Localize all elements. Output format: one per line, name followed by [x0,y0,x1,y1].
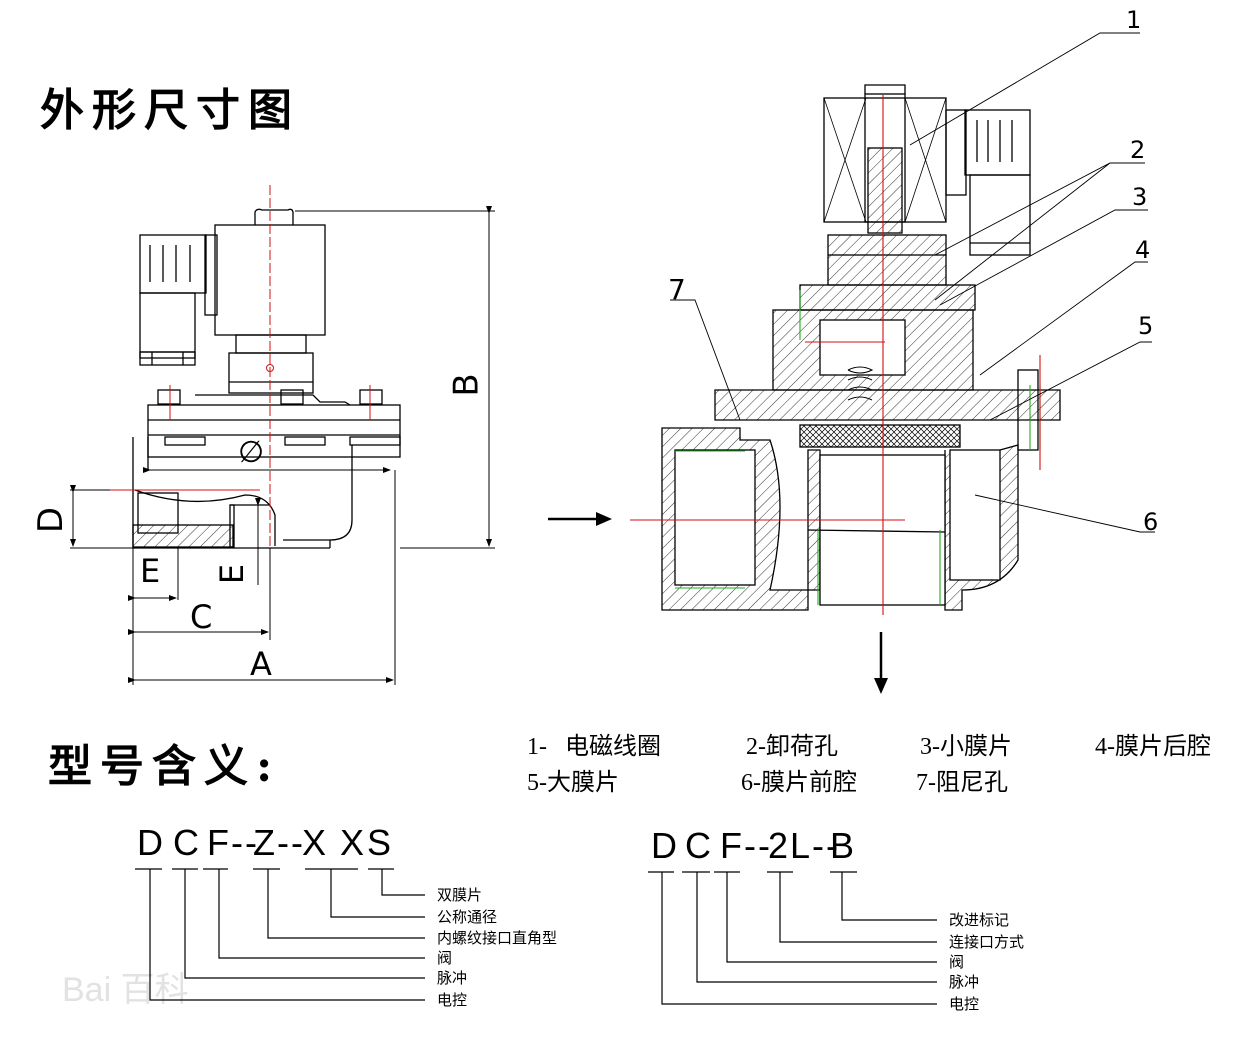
dimension-lines [70,206,495,685]
callout-6: 6 [1143,508,1159,536]
dimension-label-A: A [250,645,272,683]
code-seg-2L: 2L-- [768,825,841,866]
section-drawing [661,84,1061,611]
legend-num: 6- [741,770,761,796]
meaning-valve: 阀 [437,949,453,967]
dimension-label-E-rotated: E [213,563,252,585]
legend-item-6: 6-膜片前腔 [741,762,857,797]
code-seg-B: B [830,825,857,866]
legend-num: 7- [916,770,936,796]
legend-num: 3- [920,734,940,760]
code-seg-XX: X X [302,822,367,863]
legend-item-1: 1- 电磁线圈 [527,726,661,761]
legend-item-4: 4-膜片后腔 [1095,726,1211,761]
legend-num: 5- [527,770,547,796]
callout-2: 2 [1130,136,1146,164]
coil-cap [254,208,294,225]
code-seg-Z: Z-- [253,822,305,863]
legend-label: 大膜片 [547,770,619,796]
meaning-connection-type: 连接口方式 [949,933,1025,951]
dimension-drawing-title: 外形尺寸图 [40,85,300,136]
legend-item-3: 3-小膜片 [920,726,1012,761]
meaning-electric-control: 电控 [437,991,468,1009]
dimension-label-phi: ∅ [238,436,265,469]
legend-label: 膜片后腔 [1115,734,1211,760]
callout-7: 7 [668,273,686,306]
outline-centerlines [110,185,371,600]
meaning-pulse: 脉冲 [949,973,980,991]
legend-label: 卸荷孔 [766,734,838,760]
code-seg-C: C [173,822,201,863]
legend-label: 小膜片 [940,734,1012,760]
meaning-thread-right-angle: 内螺纹接口直角型 [437,929,558,947]
legend-num: 2- [746,734,766,760]
callout-1: 1 [1126,6,1142,34]
meaning-double-diaphragm: 双膜片 [437,886,483,904]
legend-item-7: 7-阻尼孔 [916,762,1008,797]
meaning-nominal-diameter: 公称通径 [437,908,498,926]
meaning-electric-control: 电控 [949,995,980,1013]
code-seg-F: F-- [720,825,772,866]
callout-5: 5 [1138,312,1154,340]
flow-arrows [548,512,888,694]
code-seg-C: C [685,825,713,866]
section-centerlines [630,95,1041,615]
model-meaning-title: 型号含义: [48,741,281,792]
outline-drawing [132,208,401,549]
code-seg-D: D [651,825,679,866]
legend-label: 阻尼孔 [936,770,1008,796]
legend-num: 1- [527,734,547,760]
watermark-logo: Bai 百科 [62,971,189,1009]
flange [147,404,401,458]
dimension-label-E: E [140,552,161,590]
code-seg-F: F-- [207,822,259,863]
code-seg-S: S [367,822,394,863]
dimension-label-C: C [190,598,213,636]
meaning-valve: 阀 [949,953,965,971]
legend-item-5: 5-大膜片 [527,762,619,797]
dimension-label-D: D [31,506,72,534]
callout-3: 3 [1132,183,1148,211]
dimension-label-B: B [446,373,487,397]
legend-item-2: 2-卸荷孔 [746,726,838,761]
code-seg-D: D [137,822,165,863]
callout-4: 4 [1135,236,1151,264]
legend-num: 4- [1095,734,1115,760]
leader-lines [670,32,1155,533]
meaning-improvement-mark: 改进标记 [949,911,1010,929]
legend-label: 电磁线圈 [565,734,661,760]
meaning-pulse: 脉冲 [437,969,468,987]
legend-label: 膜片前腔 [761,770,857,796]
